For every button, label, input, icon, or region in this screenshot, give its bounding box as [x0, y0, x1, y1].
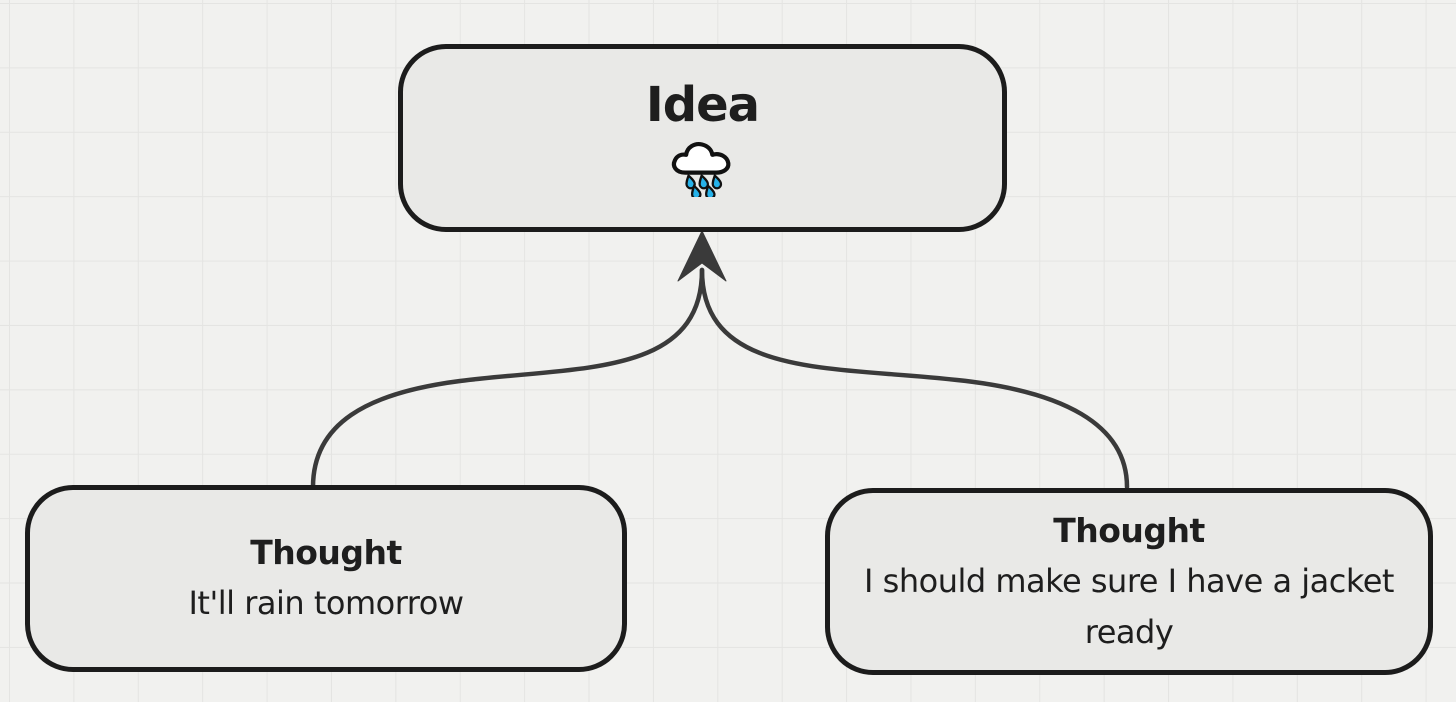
- node-thought-right[interactable]: Thought I should make sure I have a jack…: [825, 488, 1433, 675]
- edge-right-to-idea[interactable]: [699, 267, 1130, 490]
- rain-cloud-icon: [671, 142, 730, 198]
- node-idea-title: Idea: [645, 76, 760, 133]
- node-idea[interactable]: Idea: [398, 44, 1007, 232]
- node-thought-left-title: Thought: [250, 533, 402, 572]
- arrowhead-icon: [677, 230, 727, 282]
- node-thought-left-body: It'll rain tomorrow: [188, 584, 464, 622]
- node-thought-right-body: I should make sure I have a jacket ready: [864, 561, 1394, 651]
- node-thought-right-title: Thought: [1053, 510, 1205, 550]
- edge-left-to-idea[interactable]: [310, 267, 705, 490]
- node-thought-left[interactable]: Thought It'll rain tomorrow: [25, 485, 627, 672]
